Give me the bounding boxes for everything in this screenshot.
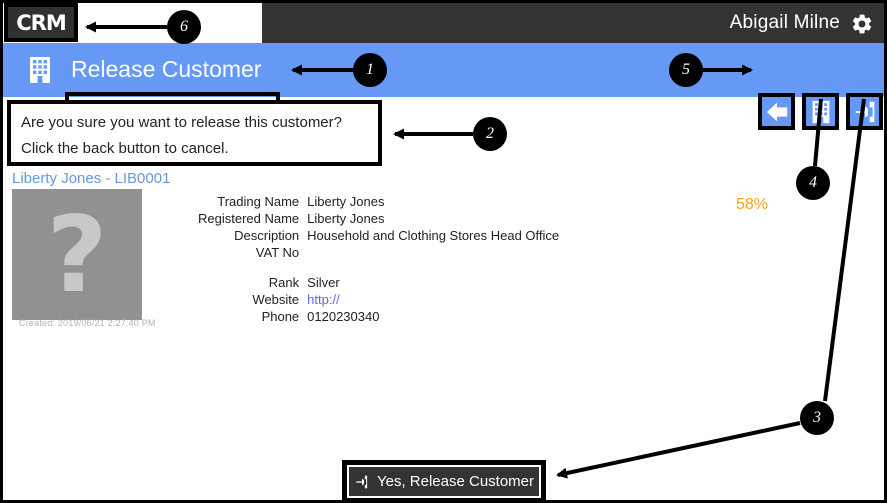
- field-value: [307, 245, 559, 262]
- field-value: 0120230340: [307, 309, 380, 324]
- customer-field-row: Website http://: [198, 292, 559, 309]
- sign-out-icon: [855, 101, 874, 122]
- annotation-box-release-button: [342, 460, 546, 500]
- annotation-badge-5: 5: [669, 53, 703, 87]
- customer-photo-placeholder: ?: [12, 189, 142, 320]
- user-name-label: Abigail Milne: [729, 12, 840, 33]
- field-spacer: [198, 262, 559, 275]
- customer-field-row: Trading Name Liberty Jones: [198, 194, 559, 211]
- customer-field-row: Rank Silver: [198, 275, 559, 292]
- page-toolbar: Release Customer: [3, 43, 884, 130]
- crm-logo-text: CRM: [16, 10, 66, 35]
- annotation-badge-3: 3: [800, 401, 834, 435]
- field-label: Rank: [268, 275, 300, 290]
- annotation-badge-6: 6: [167, 10, 201, 44]
- customer-field-row: Description Household and Clothing Stores…: [198, 228, 559, 245]
- field-value: Liberty Jones: [307, 194, 385, 209]
- annotation-box-logo: [4, 3, 78, 42]
- customer-heading: Liberty Jones - LIB0001: [12, 170, 171, 187]
- field-label: Phone: [261, 309, 300, 324]
- created-timestamp: Created: 2019/06/21 2:27:40 PM: [19, 318, 156, 328]
- gear-icon[interactable]: [850, 12, 874, 36]
- completion-percent: 58%: [736, 196, 769, 213]
- header-dark-strip: Abigail Milne: [262, 3, 884, 43]
- field-label: Description: [234, 228, 300, 243]
- field-value[interactable]: http://: [307, 292, 559, 309]
- field-label: Trading Name: [217, 194, 300, 209]
- yes-release-customer-button[interactable]: Yes, Release Customer: [349, 467, 539, 496]
- field-value: Silver: [307, 275, 340, 290]
- confirm-line-2: Click the back button to cancel.: [21, 140, 229, 157]
- customer-field-row: VAT No: [198, 245, 559, 262]
- field-value: Household and Clothing Stores Head Offic…: [307, 228, 560, 243]
- annotation-badge-4: 4: [796, 166, 830, 200]
- page-title: Release Customer: [71, 56, 262, 82]
- customer-field-row: Registered Name Liberty Jones: [198, 211, 559, 228]
- back-button[interactable]: [758, 93, 795, 130]
- building-icon: [25, 55, 55, 85]
- field-label: Website: [252, 292, 300, 307]
- app-header: Abigail Milne CRM: [3, 3, 884, 43]
- building-icon: [812, 100, 829, 123]
- confirmation-message: Are you sure you want to release this cu…: [7, 100, 382, 166]
- annotation-badge-1: 1: [353, 53, 387, 87]
- annotation-badge-2: 2: [473, 117, 507, 151]
- question-mark-icon: ?: [46, 193, 108, 316]
- sign-out-icon: [356, 475, 368, 488]
- field-value: Liberty Jones: [307, 211, 385, 226]
- crm-logo[interactable]: CRM: [8, 6, 74, 39]
- confirm-line-1: Are you sure you want to release this cu…: [21, 114, 342, 131]
- release-button-label: Yes, Release Customer: [376, 473, 535, 490]
- website-link[interactable]: http://: [307, 292, 340, 307]
- field-label: VAT No: [255, 245, 300, 260]
- arrow-left-icon: [766, 102, 787, 121]
- customer-button[interactable]: [802, 93, 839, 130]
- field-label: Registered Name: [198, 211, 300, 226]
- customer-field-row: Phone 0120230340: [198, 309, 559, 326]
- release-button[interactable]: [846, 93, 883, 130]
